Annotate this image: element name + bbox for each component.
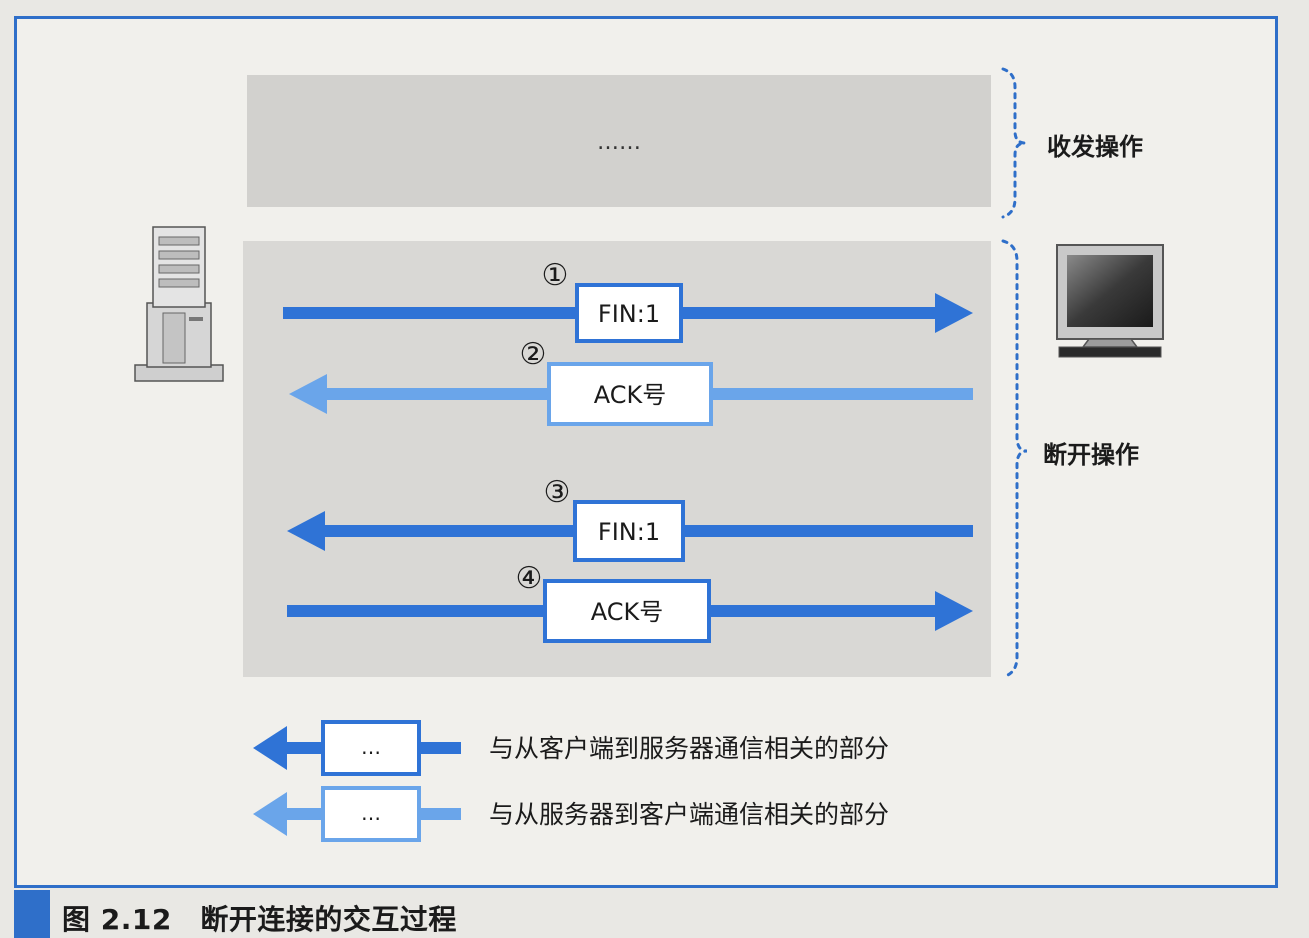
step-1-label-box [575, 283, 683, 343]
diagram-canvas: …… 收发操作 断开操作 [134, 67, 1164, 842]
step-3-arrowhead [287, 511, 325, 551]
step-4-label: ACK号 [591, 598, 664, 626]
step-1-arrow: FIN:1 ① [283, 258, 973, 343]
step-1-label: FIN:1 [598, 300, 660, 328]
send-receive-label: 收发操作 [1047, 133, 1143, 161]
legend-2-arrowhead [253, 792, 287, 836]
legend-2-label: 与从服务器到客户端通信相关的部分 [489, 800, 889, 829]
step-4-arrow: ACK号 ④ [287, 561, 973, 643]
legend-client-to-server: … 与从客户端到服务器通信相关的部分 [253, 720, 889, 776]
step-2-label: ACK号 [594, 381, 667, 409]
step-3-arrow: FIN:1 ③ [287, 475, 973, 562]
figure-caption: 图 2.12 断开连接的交互过程 [62, 903, 457, 936]
legend-1-box [321, 720, 421, 776]
caption-accent [14, 890, 50, 938]
step-3-label: FIN:1 [598, 518, 660, 546]
figure-caption-bar: 图 2.12 断开连接的交互过程 [14, 890, 1278, 938]
step-3-number: ③ [544, 475, 571, 510]
legend-1-arrowhead [253, 726, 287, 770]
step-4-arrowhead [935, 591, 973, 631]
disconnect-label: 断开操作 [1043, 441, 1139, 469]
legend-2-box-text: … [361, 801, 381, 825]
ellipsis-text: …… [597, 130, 641, 155]
step-4-number: ④ [516, 561, 543, 596]
legend-server-to-client: … 与从服务器到客户端通信相关的部分 [253, 786, 889, 842]
step-2-number: ② [520, 337, 547, 372]
step-1-number: ① [542, 258, 569, 293]
legend-1-label: 与从客户端到服务器通信相关的部分 [489, 734, 889, 763]
legend-1-box-text: … [361, 735, 381, 759]
diagram-frame: …… 收发操作 断开操作 [14, 16, 1278, 888]
legend-2-box [321, 786, 421, 842]
monitor-icon [1056, 244, 1164, 358]
step-1-arrowhead [935, 293, 973, 333]
send-receive-bracket [1001, 67, 1026, 219]
step-2-arrowhead [289, 374, 327, 414]
step-3-label-box [573, 500, 685, 562]
step-2-label-box [547, 362, 713, 426]
step-2-arrow: ACK号 ② [289, 337, 973, 426]
send-receive-box [247, 75, 991, 207]
step-4-label-box [543, 579, 711, 643]
disconnect-bracket [1001, 239, 1028, 679]
server-tower-icon [134, 226, 224, 382]
